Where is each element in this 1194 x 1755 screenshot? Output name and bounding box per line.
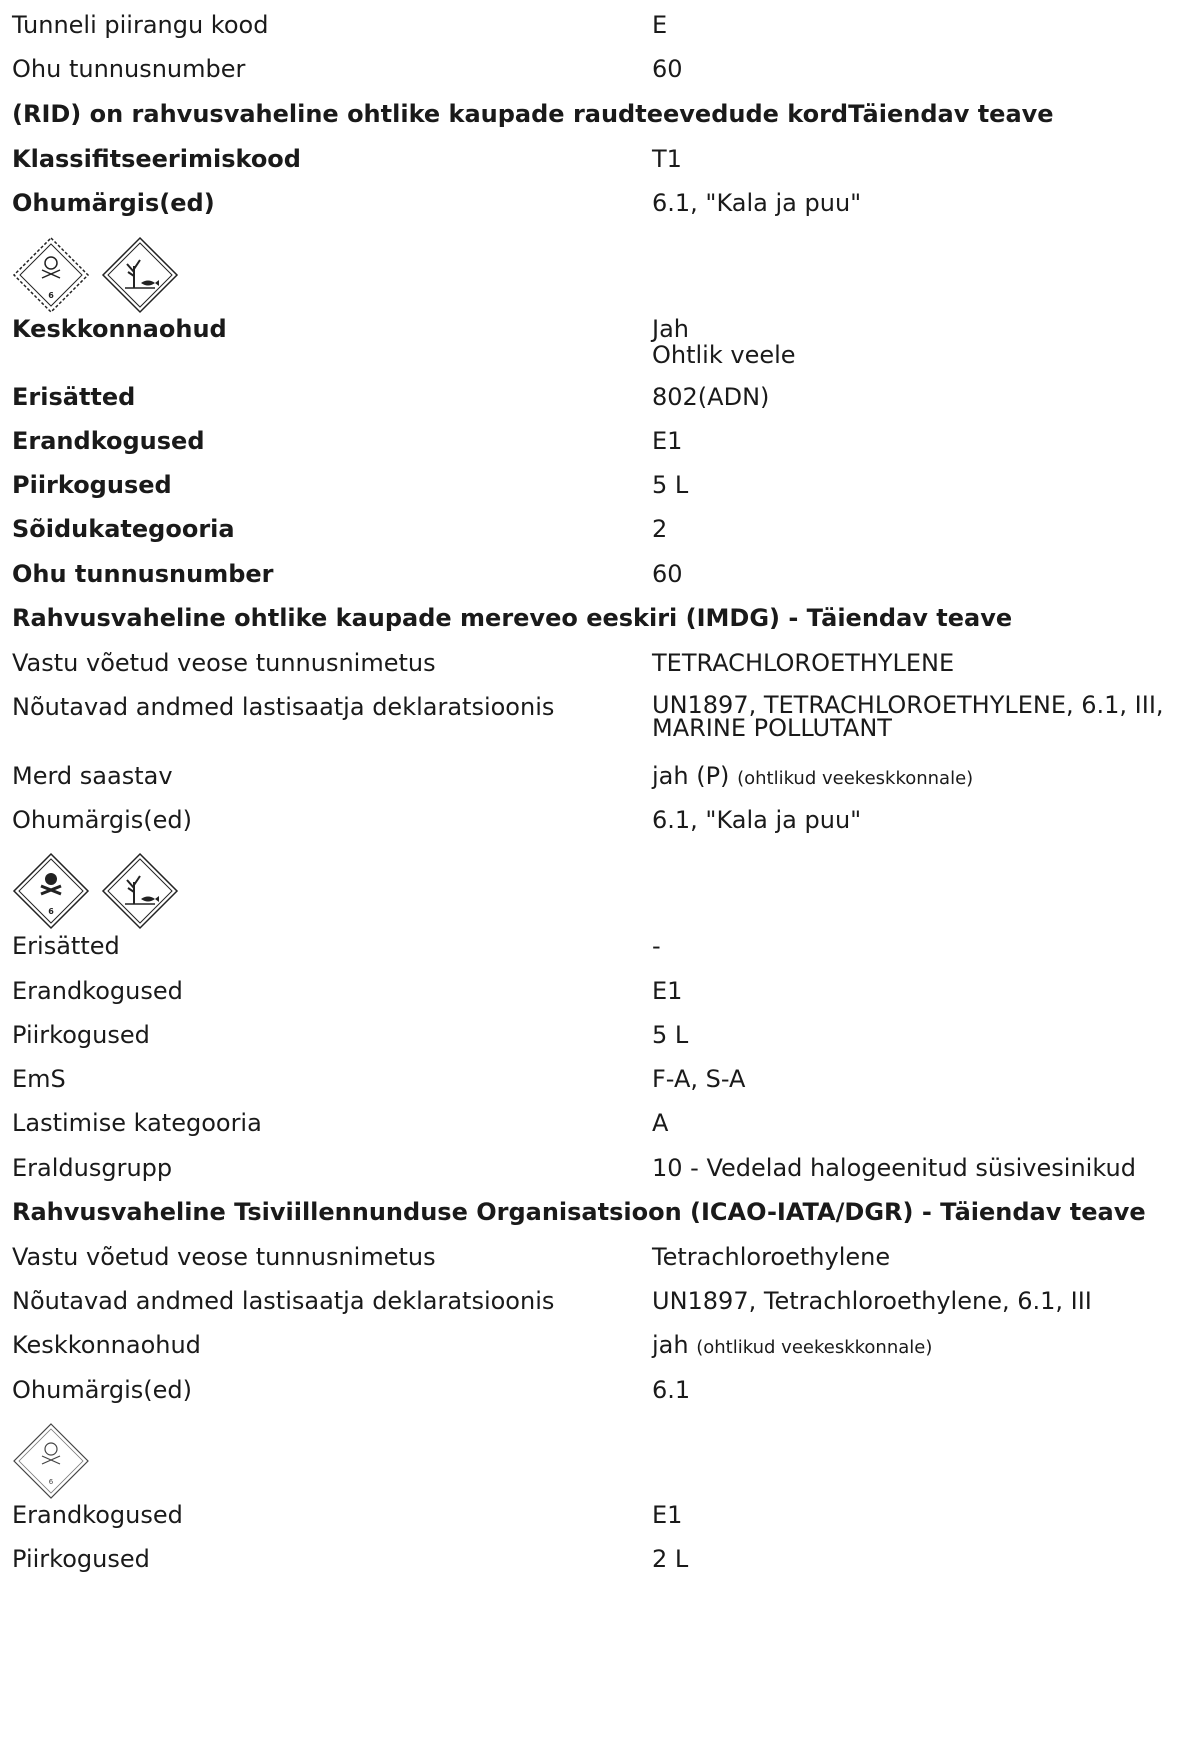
row-value: 6.1 bbox=[652, 1376, 691, 1404]
rid-pictograms: 6 bbox=[12, 236, 185, 316]
row-label: Merd saastav bbox=[12, 762, 173, 790]
environmental-hazard-fish-tree-icon bbox=[102, 236, 179, 314]
toxic-skull-crossbones-icon: 6 bbox=[12, 852, 90, 930]
row-label: Ohumärgis(ed) bbox=[12, 806, 192, 834]
row-label: Keskkonnaohud bbox=[12, 315, 227, 343]
class-number: 6 bbox=[49, 1478, 54, 1486]
row-label: Klassifitseerimiskood bbox=[12, 145, 301, 173]
row-value: E1 bbox=[652, 1501, 683, 1529]
row-value-line: UN1897, TETRACHLOROETHYLENE, 6.1, III, bbox=[652, 691, 1164, 719]
row-label: Ohumärgis(ed) bbox=[12, 1376, 192, 1404]
row-value: E1 bbox=[652, 427, 683, 455]
row-value: Jah Ohtlik veele bbox=[652, 316, 796, 368]
icao-pictograms: 6 bbox=[12, 1422, 96, 1502]
environmental-hazard-fish-tree-icon bbox=[102, 852, 179, 930]
row-value: E bbox=[652, 11, 668, 39]
row-value: 2 bbox=[652, 515, 668, 543]
row-value-line: Jah bbox=[652, 315, 689, 343]
row-label: Piirkogused bbox=[12, 1545, 150, 1573]
section-heading-rid: (RID) on rahvusvaheline ohtlike kaupade … bbox=[12, 100, 1054, 128]
row-value: 6.1, "Kala ja puu" bbox=[652, 189, 862, 217]
row-label: Eraldusgrupp bbox=[12, 1154, 173, 1182]
row-label: Nõutavad andmed lastisaatja deklaratsioo… bbox=[12, 693, 555, 721]
row-value: 60 bbox=[652, 55, 683, 83]
row-value: TETRACHLOROETHYLENE bbox=[652, 649, 955, 677]
toxic-skull-crossbones-icon: 6 bbox=[12, 236, 90, 314]
row-label: Erandkogused bbox=[12, 1501, 183, 1529]
row-value: E1 bbox=[652, 977, 683, 1005]
row-value-main: jah (P) bbox=[652, 762, 730, 790]
row-value: jah (P) (ohtlikud veekeskkonnale) bbox=[652, 763, 973, 792]
row-value: 6.1, "Kala ja puu" bbox=[652, 806, 862, 834]
row-value: - bbox=[652, 932, 661, 960]
row-value-main: jah bbox=[652, 1331, 689, 1359]
row-value: 60 bbox=[652, 560, 683, 588]
row-label: Erisätted bbox=[12, 932, 120, 960]
imdg-pictograms: 6 bbox=[12, 852, 185, 932]
row-label: Erisätted bbox=[12, 383, 136, 411]
row-label: Vastu võetud veose tunnusnimetus bbox=[12, 649, 436, 677]
row-value: 5 L bbox=[652, 471, 689, 499]
row-value: F-A, S-A bbox=[652, 1065, 746, 1093]
row-label: Erandkogused bbox=[12, 977, 183, 1005]
row-label: Ohu tunnusnumber bbox=[12, 55, 246, 83]
row-value: A bbox=[652, 1109, 669, 1137]
toxic-skull-crossbones-icon: 6 bbox=[13, 1423, 89, 1499]
row-value: 5 L bbox=[652, 1021, 689, 1049]
section-heading-imdg: Rahvusvaheline ohtlike kaupade mereveo e… bbox=[12, 604, 1013, 632]
row-label: Tunneli piirangu kood bbox=[12, 11, 269, 39]
row-value-note: (ohtlikud veekeskkonnale) bbox=[737, 768, 974, 789]
row-value: jah (ohtlikud veekeskkonnale) bbox=[652, 1332, 932, 1361]
row-label: Lastimise kategooria bbox=[12, 1109, 262, 1137]
row-value-line: MARINE POLLUTANT bbox=[652, 714, 892, 742]
row-value: 10 - Vedelad halogeenitud süsivesinikud bbox=[652, 1154, 1136, 1182]
row-value-note: (ohtlikud veekeskkonnale) bbox=[696, 1337, 933, 1358]
row-value: Tetrachloroethylene bbox=[652, 1243, 891, 1271]
row-value-line: Ohtlik veele bbox=[652, 341, 796, 369]
row-label: Ohu tunnusnumber bbox=[12, 560, 274, 588]
row-value: 2 L bbox=[652, 1545, 689, 1573]
row-label: Vastu võetud veose tunnusnimetus bbox=[12, 1243, 436, 1271]
row-label: Piirkogused bbox=[12, 471, 172, 499]
row-label: Sõidukategooria bbox=[12, 515, 235, 543]
row-value: UN1897, TETRACHLOROETHYLENE, 6.1, III, M… bbox=[652, 691, 1164, 742]
row-label: Keskkonnaohud bbox=[12, 1331, 201, 1359]
row-label: EmS bbox=[12, 1065, 66, 1093]
section-heading-icao: Rahvusvaheline Tsiviillennunduse Organis… bbox=[12, 1198, 1146, 1226]
class-number: 6 bbox=[48, 291, 54, 300]
row-value: T1 bbox=[652, 145, 682, 173]
class-number: 6 bbox=[48, 907, 54, 916]
row-value: 802(ADN) bbox=[652, 383, 770, 411]
row-label: Ohumärgis(ed) bbox=[12, 189, 215, 217]
row-label: Nõutavad andmed lastisaatja deklaratsioo… bbox=[12, 1287, 555, 1315]
row-label: Erandkogused bbox=[12, 427, 205, 455]
row-label: Piirkogused bbox=[12, 1021, 150, 1049]
row-value: UN1897, Tetrachloroethylene, 6.1, III bbox=[652, 1287, 1092, 1315]
